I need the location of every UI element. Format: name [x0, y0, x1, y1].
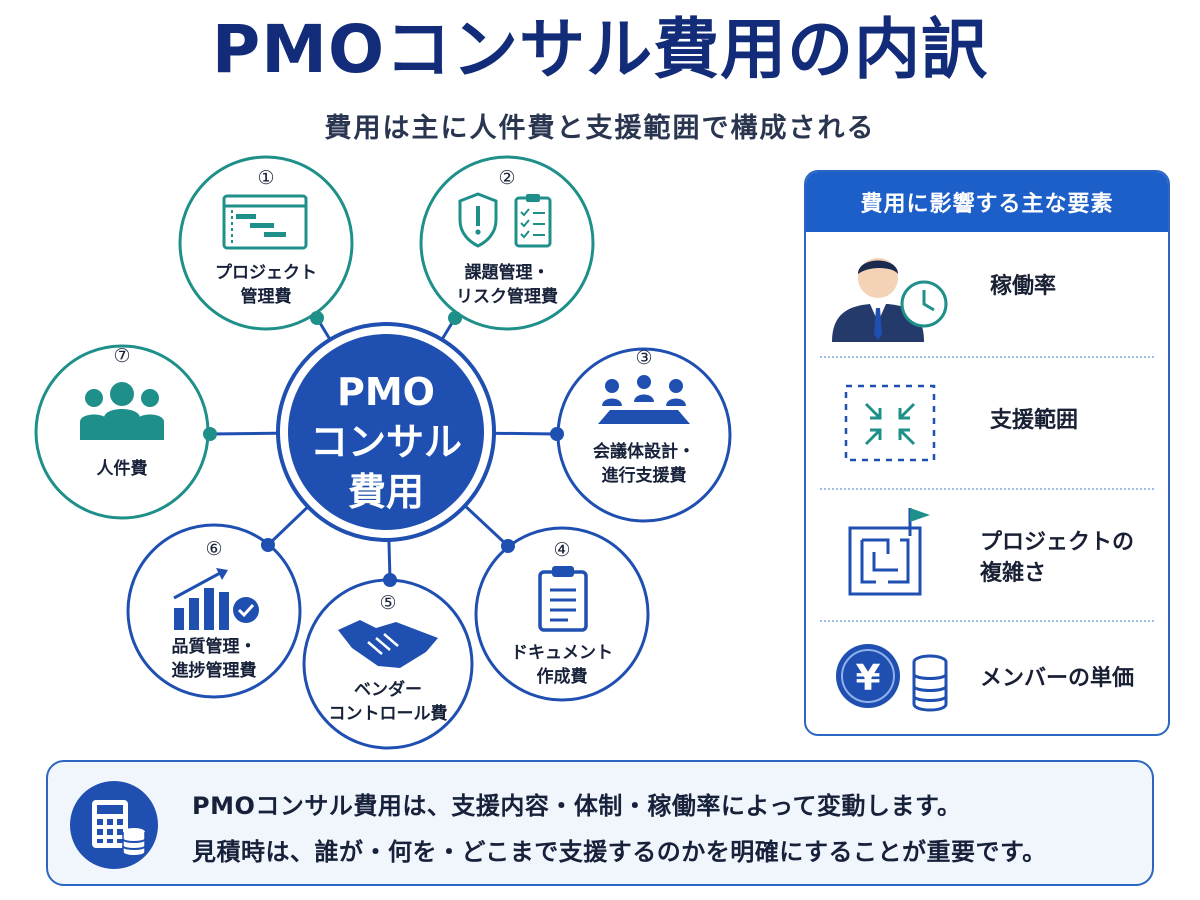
bar-chart-check-icon [173, 568, 259, 630]
factor-label: 稼働率 [990, 274, 1057, 299]
svg-text:⑥: ⑥ [205, 538, 222, 560]
svg-text:作成費: 作成費 [537, 666, 588, 687]
scope-arrows-icon [844, 384, 936, 462]
calculator-coins-icon [70, 781, 158, 869]
node-dot-3 [550, 427, 564, 441]
businessman-clock-icon [832, 258, 948, 342]
page-title: PMOコンサル費用の内訳 [211, 11, 989, 88]
divider [820, 488, 1154, 490]
svg-text:¥: ¥ [855, 658, 880, 699]
panel-title: 費用に影響する主な要素 [806, 172, 1168, 232]
factor-utilization: 稼働率 [806, 232, 1168, 356]
people-group-icon [80, 382, 164, 440]
divider [820, 356, 1154, 358]
svg-text:進行支援費: 進行支援費 [602, 465, 687, 486]
svg-text:品質管理・: 品質管理・ [172, 636, 257, 657]
node-vendor-control: ⑤ ベンダー コントロール費 [302, 578, 474, 750]
svg-text:人件費: 人件費 [97, 458, 148, 479]
svg-text:費用: 費用 [348, 470, 424, 514]
svg-text:PMO: PMO [337, 370, 435, 414]
meeting-table-icon [598, 375, 690, 424]
svg-text:ベンダー: ベンダー [354, 679, 422, 700]
center-pmo-cost: PMO コンサル 費用 [276, 322, 496, 542]
node-personnel-cost: ⑦ 人件費 [34, 344, 210, 520]
clipboard-document-icon [538, 566, 588, 632]
svg-text:③: ③ [635, 347, 652, 369]
node-issue-risk-management: ② 課題管理・ リスク管理費 [419, 155, 595, 331]
cost-breakdown-diagram: ① プロジェクト 管理費 ② 課題管理・ リスク管理費 [34, 155, 732, 750]
divider [820, 620, 1154, 622]
gantt-chart-icon [222, 194, 308, 250]
summary-line-1: PMOコンサル費用は、支援内容・体制・稼働率によって変動します。 [192, 792, 962, 820]
factor-unit-price: ¥ メンバーの単価 [806, 624, 1168, 734]
svg-text:管理費: 管理費 [241, 286, 292, 307]
svg-text:プロジェクト: プロジェクト [215, 262, 317, 283]
node-dot-1 [310, 311, 324, 325]
summary-line-2: 見積時は、誰が・何を・どこまで支援するのかを明確にすることが重要です。 [192, 838, 1047, 866]
node-dot-4 [501, 539, 515, 553]
page-subtitle: 費用は主に人件費と支援範囲で構成される [324, 113, 876, 144]
shield-checklist-icon [458, 192, 552, 248]
svg-text:ドキュメント: ドキュメント [511, 643, 613, 663]
factor-scope: 支援範囲 [806, 360, 1168, 484]
svg-text:リスク管理費: リスク管理費 [456, 286, 558, 307]
svg-text:①: ① [257, 167, 274, 189]
factor-label: 支援範囲 [990, 408, 1079, 433]
node-dot-5 [383, 573, 397, 587]
svg-text:コントロール費: コントロール費 [329, 703, 448, 724]
cost-factors-panel: 費用に影響する主な要素 稼働率 支援範囲 [804, 170, 1170, 736]
handshake-icon [338, 620, 438, 668]
node-dot-2 [448, 311, 462, 325]
yen-coins-icon: ¥ [836, 644, 948, 712]
node-meeting-support: ③ 会議体設計・ 進行支援費 [556, 347, 732, 523]
svg-text:コンサル: コンサル [310, 420, 462, 464]
maze-flag-icon [848, 508, 930, 596]
factor-complexity: プロジェクトの 複雑さ [806, 492, 1168, 616]
svg-text:会議体設計・: 会議体設計・ [593, 441, 695, 462]
node-project-management: ① プロジェクト 管理費 [178, 155, 354, 331]
summary-box: PMOコンサル費用は、支援内容・体制・稼働率によって変動します。 見積時は、誰が… [46, 760, 1154, 886]
node-documentation: ④ ドキュメント 作成費 [474, 526, 650, 702]
svg-text:⑤: ⑤ [379, 592, 396, 614]
svg-text:②: ② [498, 167, 515, 189]
svg-text:課題管理・: 課題管理・ [465, 262, 550, 283]
factor-label: プロジェクトの 複雑さ [980, 530, 1135, 586]
node-dot-7 [203, 427, 217, 441]
node-dot-6 [261, 538, 275, 552]
node-quality-progress: ⑥ 品質管理・ 進捗管理費 [126, 523, 302, 699]
factor-label: メンバーの単価 [980, 666, 1135, 691]
svg-text:進捗管理費: 進捗管理費 [172, 660, 257, 681]
svg-text:④: ④ [553, 539, 570, 561]
svg-text:⑦: ⑦ [113, 345, 130, 367]
